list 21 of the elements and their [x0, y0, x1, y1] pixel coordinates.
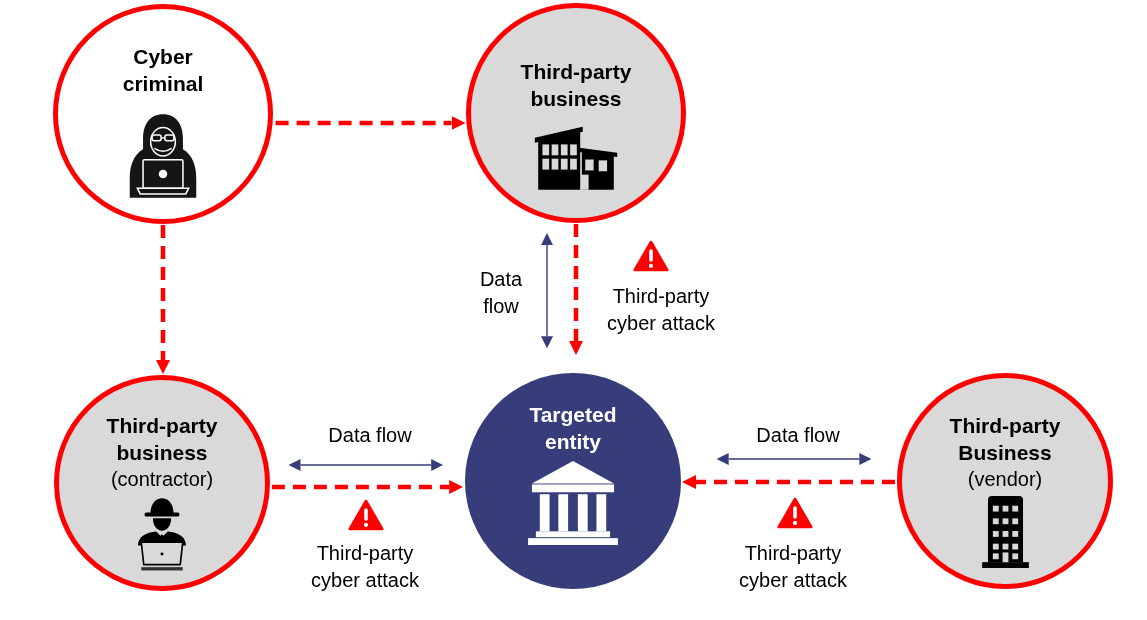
arrow [682, 475, 895, 489]
node-subtitle: (vendor) [967, 467, 1043, 492]
arrow [156, 225, 170, 374]
edge-label: Third-party cyber attack [310, 541, 420, 593]
arrow [275, 116, 466, 130]
double-arrow [288, 459, 444, 471]
node-title: Third-party business [519, 59, 633, 112]
arrow [271, 480, 464, 494]
node-subtitle: (contractor) [110, 467, 214, 492]
edge-label: Third-party cyber attack [738, 541, 848, 593]
edge-label: Data flow [327, 422, 413, 448]
node-title: Third-party Business [948, 413, 1062, 466]
arrow [569, 224, 583, 355]
double-arrow [541, 233, 553, 349]
edge-label: Data flow [478, 267, 524, 319]
double-arrow [716, 453, 872, 465]
edge-label: Third-party cyber attack [606, 284, 716, 336]
edge-label: Data flow [755, 422, 841, 448]
node-title: Targeted entity [528, 402, 618, 455]
node-title: Cyber criminal [121, 44, 205, 97]
node-title: Third-party business [105, 413, 219, 466]
